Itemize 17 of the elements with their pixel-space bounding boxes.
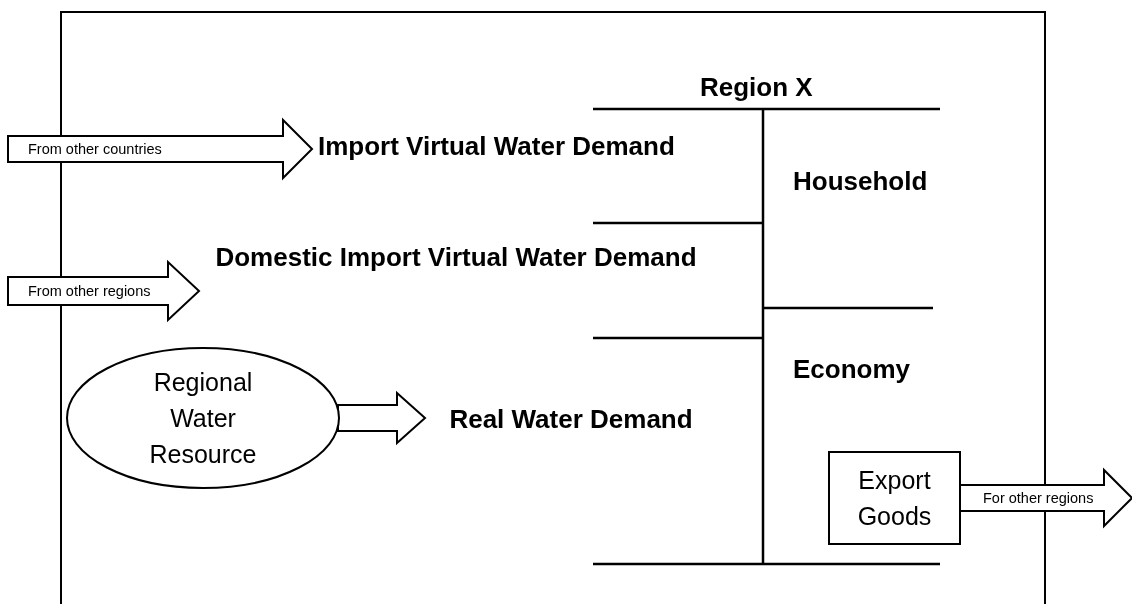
block-arrow — [337, 390, 427, 446]
region-label: Economy — [793, 354, 911, 385]
block-arrow — [958, 467, 1132, 529]
text-label: Domestic Import Virtual Water Demand — [215, 242, 697, 273]
edge-label: For other regions — [983, 489, 1094, 507]
box-label: Export Goods — [856, 465, 933, 532]
region-label: Region X — [700, 72, 813, 103]
text-label: Import Virtual Water Demand — [318, 130, 675, 162]
edge-label: From other regions — [28, 282, 151, 300]
block-arrow — [7, 117, 314, 181]
block-arrow — [7, 259, 201, 323]
edge-label: From other countries — [28, 140, 162, 158]
region-label: Household — [793, 166, 928, 197]
text-label: Real Water Demand — [449, 403, 693, 435]
ellipse-label: Regional Water Resource — [148, 367, 258, 470]
resource-ellipse — [66, 347, 340, 489]
export-box — [828, 451, 961, 545]
